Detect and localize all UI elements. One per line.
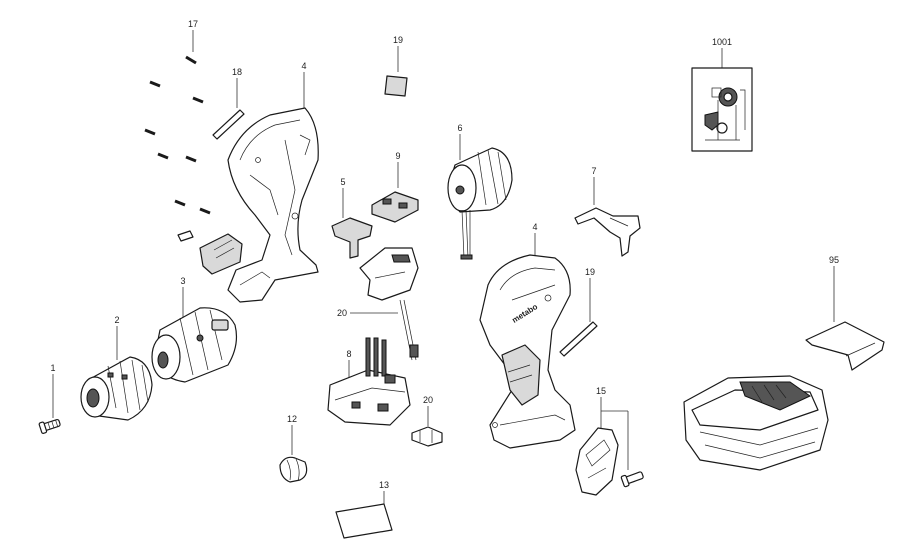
callout-9: 8 xyxy=(346,349,351,359)
part-20-contact-bracket: 20 xyxy=(411,395,443,447)
callout-4-left: 4 xyxy=(301,61,306,71)
part-4-housing-left: 4 xyxy=(199,61,319,303)
part-7-motor: 6 xyxy=(447,123,513,260)
callout-95: 95 xyxy=(829,255,839,265)
callout-6: 9 xyxy=(395,151,400,161)
part-9-electronics-module: 8 xyxy=(327,337,411,426)
callout-7: 6 xyxy=(457,123,462,133)
part-16-screws: 17 xyxy=(144,19,211,242)
part-15-cover: 15 xyxy=(575,386,644,496)
part-6-direction-switch: 9 xyxy=(371,151,419,223)
part-17-nameplate-left: 18 xyxy=(212,67,245,140)
callout-13: 13 xyxy=(379,480,389,490)
callout-1001: 1001 xyxy=(712,37,732,47)
callout-8: 7 xyxy=(591,166,596,176)
part-4-housing-right: 4 metabo xyxy=(479,222,576,449)
callout-4-right: 4 xyxy=(532,222,537,232)
callout-1: 1 xyxy=(50,363,55,373)
part-95-battery-cover: 95 xyxy=(805,255,885,371)
part-2-chuck: 2 xyxy=(80,315,153,421)
callout-16: 17 xyxy=(188,19,198,29)
battery-pack xyxy=(683,375,829,471)
part-8-belt-clip: 7 xyxy=(574,166,641,257)
callout-17-right: 19 xyxy=(585,267,595,277)
callout-15: 15 xyxy=(596,386,606,396)
part-17-nameplate-right: 19 xyxy=(559,267,598,357)
callout-5: 5 xyxy=(340,177,345,187)
screw-icon xyxy=(620,471,644,488)
part-12-spring: 12 xyxy=(279,414,308,483)
callout-2: 2 xyxy=(114,315,119,325)
callout-12: 12 xyxy=(287,414,297,424)
part-18-label: 19 xyxy=(384,35,408,97)
screw-icon xyxy=(144,55,211,242)
part-3-gearbox: 3 xyxy=(151,276,238,383)
part-13-label-plate: 13 xyxy=(335,480,393,539)
part-5-switch-slider: 5 xyxy=(331,177,373,259)
part-1001-wiring-diagram: 1001 xyxy=(691,37,753,152)
part-19-trigger-switch: 20 xyxy=(337,247,419,361)
callout-18: 19 xyxy=(393,35,403,45)
callout-20: 20 xyxy=(423,395,433,405)
callout-3: 3 xyxy=(180,276,185,286)
part-1-screw: 1 xyxy=(38,363,61,434)
callout-17-left: 18 xyxy=(232,67,242,77)
callout-19: 20 xyxy=(337,308,347,318)
